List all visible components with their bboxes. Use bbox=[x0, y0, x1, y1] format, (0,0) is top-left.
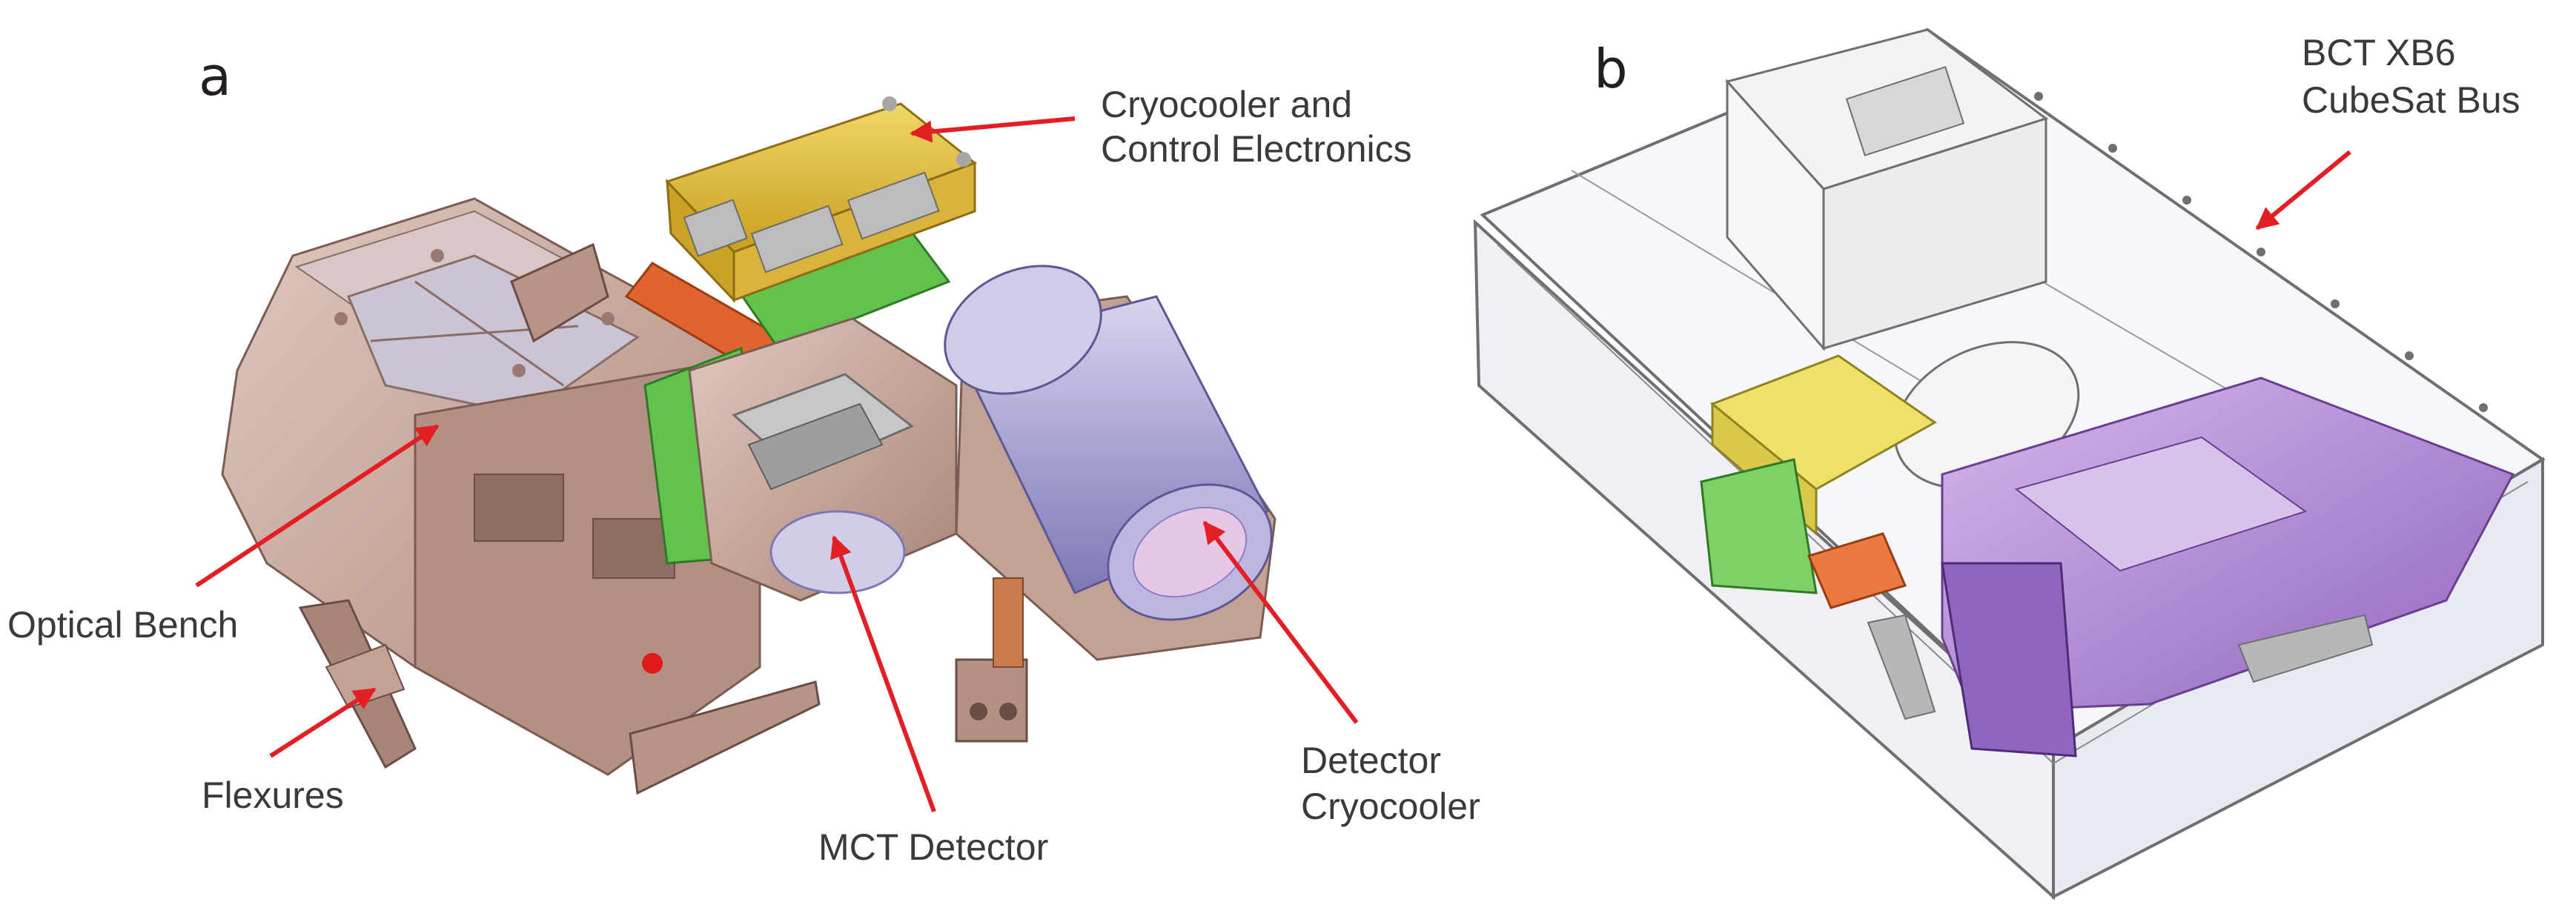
label-flexures: Flexures bbox=[202, 775, 344, 816]
arrow-mct-detector bbox=[830, 535, 936, 813]
arrow-cryocooler-electronics bbox=[910, 116, 1076, 143]
label-cryocooler-electronics-line2: Control Electronics bbox=[1101, 128, 1412, 170]
label-cryocooler-electronics-line1: Cryocooler and bbox=[1101, 84, 1352, 125]
arrow-detector-cryocooler bbox=[1202, 520, 1359, 724]
panel-a: a bbox=[7, 45, 1480, 868]
label-mct-detector: MCT Detector bbox=[818, 826, 1048, 868]
label-detector-cryocooler-line1: Detector bbox=[1301, 740, 1441, 781]
mct-detector-illustration bbox=[643, 317, 958, 602]
label-bus-line1: BCT XB6 bbox=[2302, 32, 2456, 73]
arrow-optical-bench bbox=[195, 424, 440, 588]
panel-b-letter: b bbox=[1594, 38, 1628, 100]
label-detector-cryocooler-line2: Cryocooler bbox=[1301, 786, 1480, 827]
label-bus-line2: CubeSat Bus bbox=[2302, 79, 2520, 121]
flexures-illustration bbox=[298, 242, 821, 795]
panel-a-letter: a bbox=[199, 45, 231, 107]
arrow-cubesat-bus bbox=[2255, 150, 2351, 230]
label-optical-bench: Optical Bench bbox=[7, 604, 238, 646]
detector-cryocooler-illustration bbox=[944, 265, 1277, 743]
cubesat-bus-illustration bbox=[1473, 27, 2546, 901]
arrow-flexures bbox=[269, 687, 377, 758]
panel-b: b bbox=[1473, 27, 2546, 901]
